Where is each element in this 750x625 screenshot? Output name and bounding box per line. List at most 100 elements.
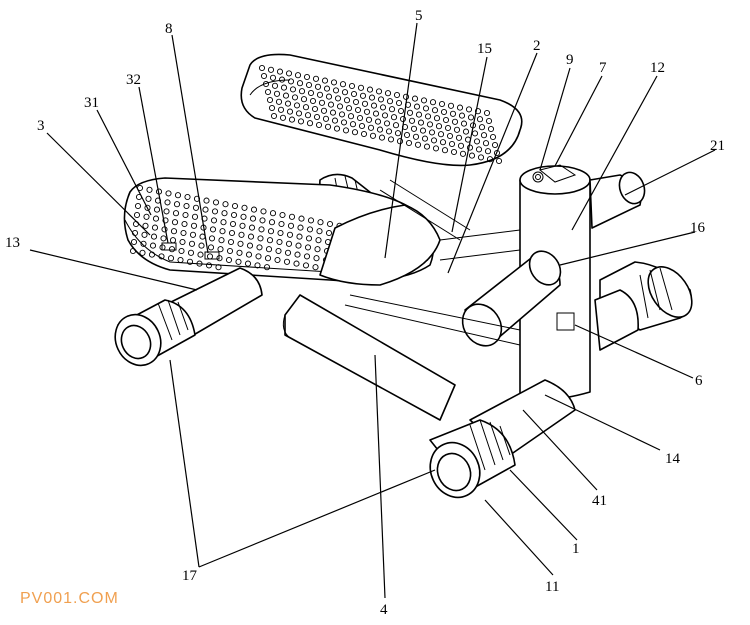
texture-dot [442, 116, 450, 124]
texture-dot [294, 251, 301, 258]
texture-dot [376, 126, 384, 133]
texture-dot [174, 192, 182, 199]
texture-dot [354, 106, 362, 114]
texture-dot [266, 237, 274, 244]
texture-dot [274, 256, 281, 264]
texture-dot [184, 193, 191, 201]
texture-dot [285, 240, 293, 247]
texture-dot [192, 204, 200, 211]
texture-dot [487, 125, 495, 133]
texture-dot [473, 138, 481, 145]
texture-dot [249, 215, 257, 222]
label-11: 11 [545, 579, 559, 595]
texture-dot [144, 204, 151, 211]
texture-dot [474, 108, 482, 115]
texture-dot [318, 99, 326, 106]
texture-dot [209, 226, 217, 233]
texture-dot [393, 91, 401, 99]
texture-dot [339, 81, 347, 88]
texture-dot [480, 132, 488, 139]
texture-dot [314, 246, 321, 253]
texture-dot [386, 98, 394, 105]
texture-dot [485, 117, 493, 125]
texture-dot [360, 130, 368, 138]
texture-dot [352, 98, 360, 106]
texture-dot [433, 115, 441, 122]
texture-dot [145, 195, 152, 202]
lower-cylinder [282, 294, 456, 421]
texture-dot [153, 206, 161, 213]
texture-dot [239, 222, 246, 229]
texture-dot [449, 110, 457, 117]
texture-dot [294, 72, 302, 79]
texture-dot [410, 125, 418, 132]
texture-dot [395, 99, 403, 107]
texture-dot [190, 222, 198, 229]
texture-dot [277, 229, 284, 237]
texture-dot [150, 233, 158, 240]
texture-dot [219, 228, 226, 235]
texture-dot [374, 118, 382, 125]
texture-dot [314, 83, 322, 90]
texture-dot [196, 260, 203, 267]
texture-dot [228, 229, 236, 237]
texture-dot [453, 126, 461, 133]
texture-dot [254, 262, 261, 269]
texture-dot [260, 72, 268, 80]
label-7: 7 [599, 60, 607, 76]
texture-dot [158, 253, 165, 260]
texture-dot [240, 213, 247, 220]
texture-dot [383, 120, 391, 127]
texture-dot [370, 102, 378, 109]
texture-dot [420, 97, 428, 104]
texture-dot [280, 84, 288, 91]
texture-dot [462, 128, 470, 135]
texture-dot [363, 108, 371, 115]
texture-dot [148, 251, 156, 258]
texture-dot [332, 87, 340, 94]
texture-dot [356, 114, 364, 122]
callout-labels: 5 8 15 2 9 7 12 32 31 3 21 16 13 6 14 41… [5, 8, 725, 618]
texture-dot [430, 137, 438, 144]
texture-dot [359, 92, 367, 99]
texture-dot [277, 106, 285, 113]
texture-dot [305, 235, 313, 242]
texture-dot [186, 258, 194, 265]
texture-dot [475, 146, 483, 153]
texture-dot [320, 107, 328, 114]
texture-dot [343, 97, 351, 104]
texture-dot [162, 217, 169, 224]
label-1: 1 [572, 541, 580, 557]
texture-dot [266, 96, 274, 104]
texture-dot [235, 258, 242, 265]
texture-dot [298, 215, 305, 222]
texture-dot [358, 122, 366, 130]
texture-dot [177, 256, 184, 264]
texture-dot [483, 109, 491, 117]
texture-dot [297, 224, 304, 231]
texture-dot [180, 229, 187, 237]
texture-dot [179, 238, 186, 246]
texture-dot [365, 116, 373, 123]
texture-dot [146, 186, 153, 193]
texture-dot [456, 104, 464, 111]
texture-dot [489, 133, 497, 141]
texture-dot [381, 112, 389, 119]
label-9: 9 [566, 52, 574, 68]
texture-dot [202, 206, 209, 213]
label-3: 3 [37, 118, 45, 134]
middle-cross-tube [461, 250, 562, 347]
label-15: 15 [477, 41, 492, 57]
texture-dot [263, 264, 271, 271]
texture-dot [267, 228, 275, 235]
texture-dot [377, 96, 385, 103]
texture-dot [316, 228, 323, 235]
texture-dot [350, 90, 358, 98]
texture-dot [215, 264, 222, 271]
texture-dot [231, 202, 239, 210]
texture-dot [303, 73, 311, 81]
texture-dot [248, 224, 256, 231]
texture-dot [278, 220, 285, 228]
texture-dot [269, 210, 277, 217]
texture-dot [388, 106, 396, 113]
